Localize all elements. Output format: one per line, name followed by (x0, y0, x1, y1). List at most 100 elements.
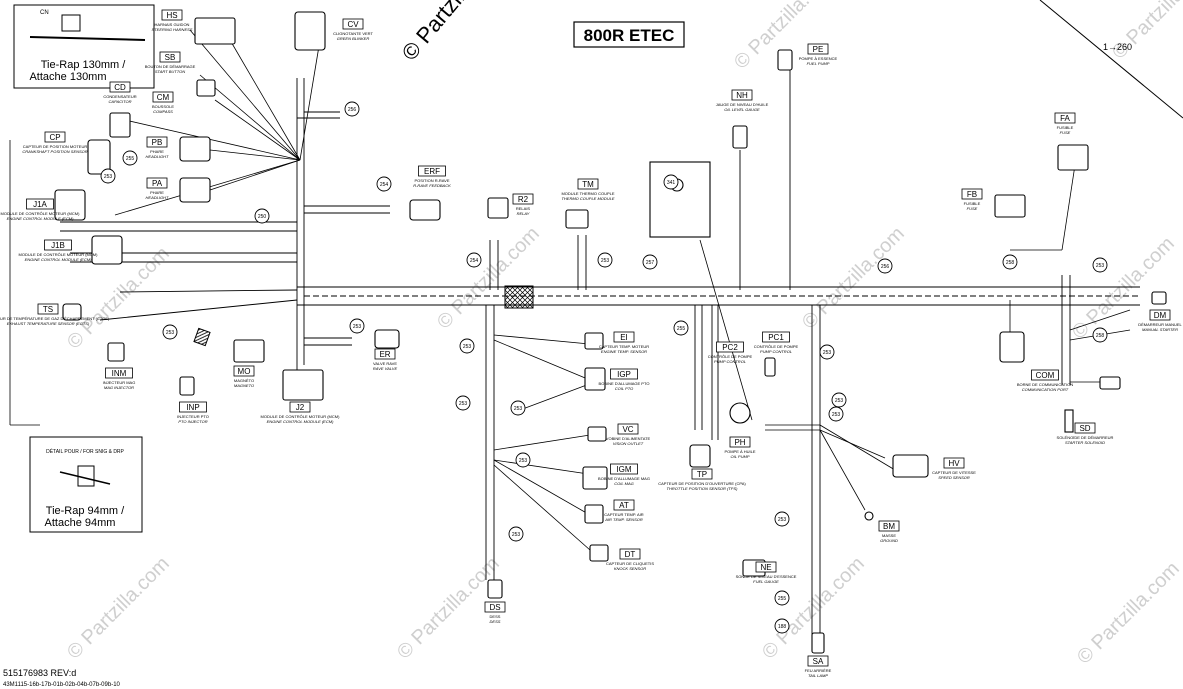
connector-code: FB (967, 190, 977, 199)
connector-code-box (807, 655, 829, 667)
tie-marker: 253 (455, 395, 471, 411)
connector-desc-fr: RELAIS (516, 206, 531, 211)
connector-code: HV (948, 459, 960, 468)
connector-desc-en: EXHAUST TEMPERATURE SENSOR (EGTS) (7, 321, 90, 326)
tie-circle (515, 452, 531, 468)
tie-rap-icon (77, 465, 95, 487)
connector-code: DM (1154, 311, 1167, 320)
connector-desc-en: AIR TEMP. SENSOR (604, 517, 643, 522)
connector-code-box (37, 303, 59, 315)
connector-bodies (54, 11, 1167, 654)
tie-number: 253 (104, 174, 113, 180)
connector-desc-fr: FUSIBLE (964, 201, 981, 206)
watermark: © Partzilla.com (1073, 558, 1183, 669)
tie-marker: 256 (344, 101, 360, 117)
connector-desc-fr: MODULE THERMO COUPLE (561, 191, 614, 196)
tie-marker: 258 (1092, 327, 1108, 343)
connector-desc-fr: CAPTEUR DE POSITION MOTEUR (23, 144, 88, 149)
connector-code: PE (813, 45, 824, 54)
connector-code-box (943, 457, 965, 469)
connector-desc-fr: HARNAIS GUIDON (155, 22, 190, 27)
connector-code: NH (736, 91, 748, 100)
tie-number: 253 (166, 330, 175, 336)
connector-code: MO (238, 367, 251, 376)
tie-circle (774, 618, 790, 634)
connector-code-box (577, 178, 599, 190)
tie-number: 256 (348, 107, 357, 113)
tie-rap-icon (61, 14, 81, 32)
tie-number: 253 (353, 324, 362, 330)
connector-code: HS (166, 11, 177, 20)
tie-circle (597, 252, 613, 268)
tie-marker: 253 (459, 338, 475, 354)
connector-desc-fr: SOLÉNOÏDE DE DÉMARREUR (1057, 435, 1114, 440)
connector-desc-en: COIL MAG (614, 481, 634, 486)
arrow-ref: 1→260 (1103, 42, 1132, 52)
connector-desc-en: FUEL PUMP (807, 61, 830, 66)
tie-marker: 253 (1092, 257, 1108, 273)
sleeve (193, 327, 211, 347)
tie-marker: 250 (254, 208, 270, 224)
connector-desc-en: GREEN BLINKER (337, 36, 370, 41)
connector-desc-en: ENGINE CONTROL MODULE (ECM) (7, 216, 74, 221)
connector-desc-fr: CLIGNOTANTE VERT (333, 31, 373, 36)
connector-desc-fr: FEU ARRIÈRE (805, 668, 832, 673)
connector-desc-fr: MODULE DE CONTRÔLE MOTEUR (MCM) (19, 252, 99, 257)
tie-marker: 254 (466, 252, 482, 268)
watermark: © Partzilla.com (1108, 0, 1183, 64)
connector-code: TP (697, 470, 707, 479)
tie-circle (663, 174, 679, 190)
connector-desc-en: ENGINE CONTROL MODULE (ECM) (25, 257, 92, 262)
connector-desc-en: COIL PTO (615, 386, 634, 391)
connector-desc-fr: MODULE DE CONTRÔLE MOTEUR (MCM) (261, 414, 341, 419)
connector-code: SB (165, 53, 176, 62)
connector-code-box (105, 367, 133, 379)
connector-desc-en: START BUTTON (155, 69, 185, 74)
connector-desc-fr: BOBINE D'ALLUMAGE MAG (598, 476, 650, 481)
tie-circle (877, 258, 893, 274)
tie-number: 253 (832, 412, 841, 418)
connector-desc-en: RELAY (517, 211, 530, 216)
copyright-mark: © Partzilla.com (397, 0, 511, 65)
detail-tag: CN (40, 10, 49, 16)
connector-desc-en: FUEL GAUGE (753, 579, 779, 584)
connector-code: TM (582, 180, 594, 189)
tie-marker: 188 (774, 618, 790, 634)
watermark: © Partzilla.com (433, 223, 544, 334)
tie-number: 250 (258, 214, 267, 220)
connector-code-box (619, 548, 641, 560)
connector-code-box (512, 193, 534, 205)
connector-desc-fr: CONTRÔLE DE POMPE (754, 344, 799, 349)
connector-code-box (44, 239, 72, 251)
connector-desc-fr: CAPTEUR TEMP. AIR (604, 512, 644, 517)
connector-desc-fr: JAUGE DE NIVEAU D'HUILE (716, 102, 769, 107)
tie-rap-top-line1: Tie-Rap 130mm / (41, 59, 127, 71)
connector-desc-en: MANUAL STARTER (1142, 327, 1178, 332)
connector-desc-en: MAGNETO (234, 383, 254, 388)
connector-desc-fr: DESS (490, 614, 501, 619)
connector-code-box (233, 365, 255, 377)
tie-circle (122, 150, 138, 166)
title-box (573, 21, 685, 48)
connector-code-box (44, 131, 66, 143)
connector-desc-en: RAVE VALVE (373, 366, 398, 371)
connector-desc-en: PUMP CONTROL (760, 349, 792, 354)
connector-desc-fr: PHARE (150, 190, 164, 195)
connector-code-box (26, 198, 54, 210)
connector-desc-en: PUMP CONTROL (714, 359, 746, 364)
tie-circle (508, 526, 524, 542)
connector-desc-en: COMMUNICATION PORT (1022, 387, 1069, 392)
connector-desc-en: R-RAVE FEEDBACK (413, 183, 451, 188)
connector-code: IGP (617, 370, 631, 379)
watermark: © Partzilla.com (63, 553, 174, 664)
tie-circle (510, 400, 526, 416)
